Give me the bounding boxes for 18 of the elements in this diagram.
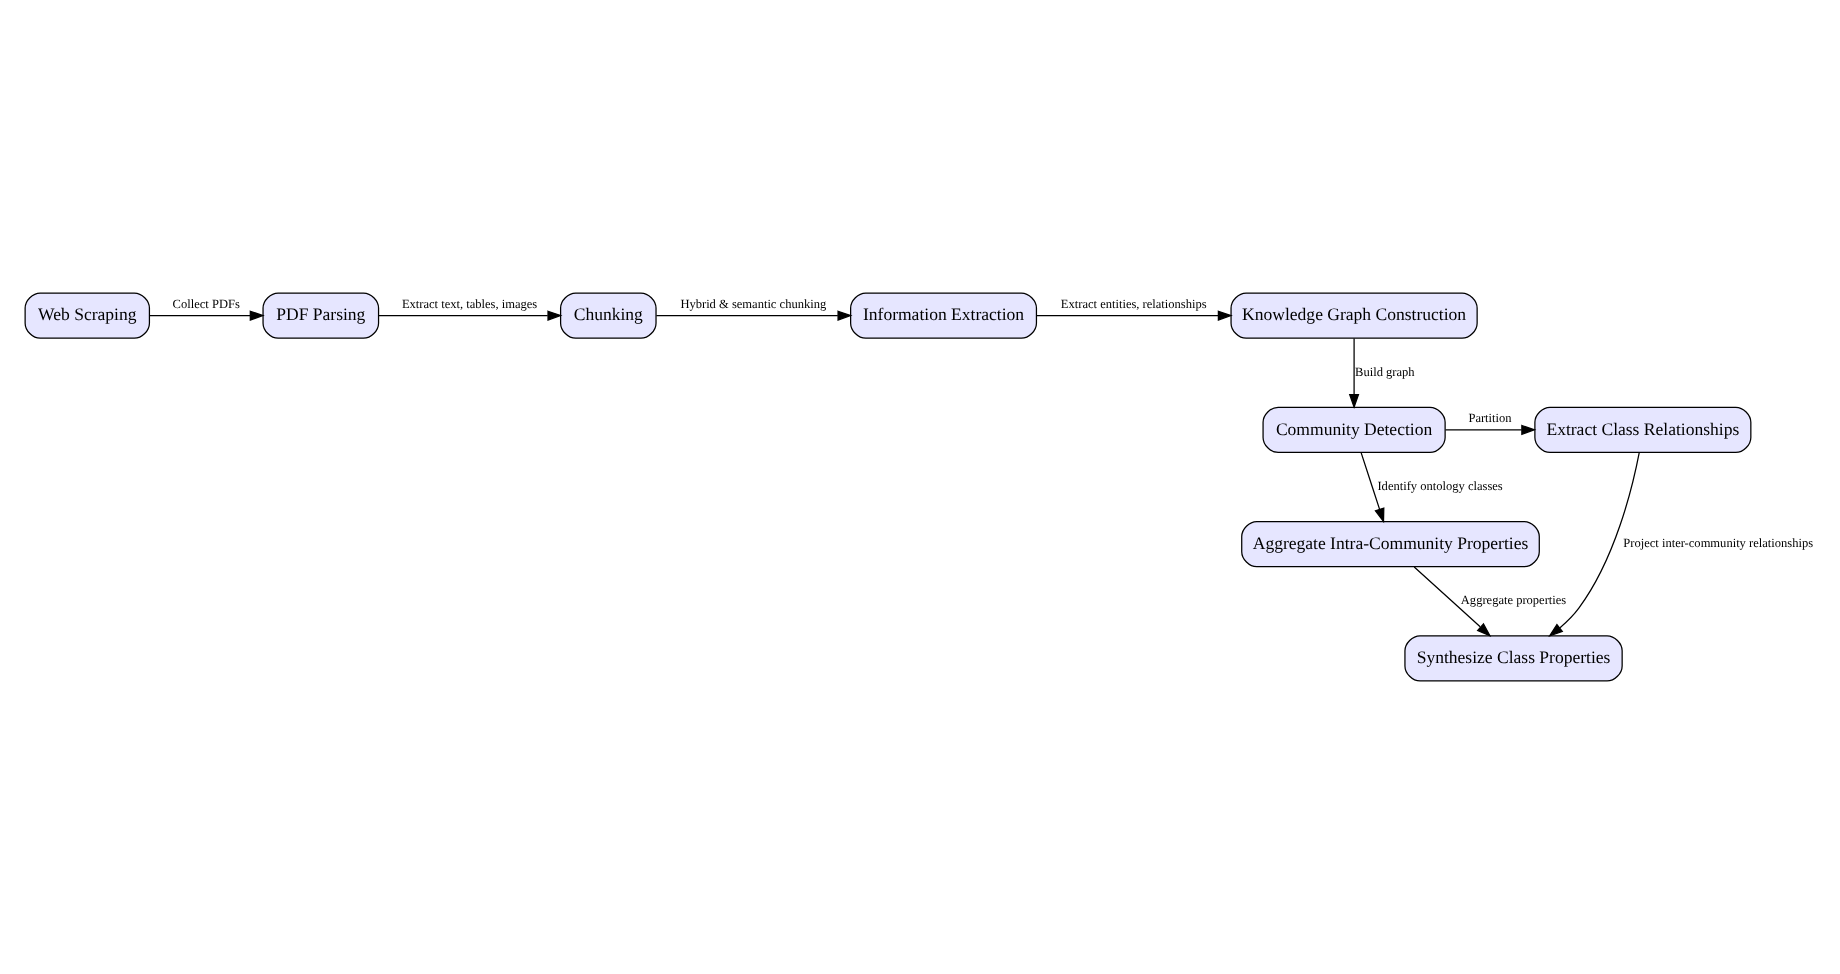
node-box: Synthesize Class Properties bbox=[1404, 635, 1623, 682]
arrow bbox=[1360, 452, 1385, 524]
node-box: Web Scraping bbox=[24, 292, 151, 339]
arrow bbox=[378, 310, 563, 321]
arrow bbox=[1444, 424, 1537, 436]
arrow bbox=[149, 310, 265, 321]
arrow bbox=[1348, 337, 1360, 410]
node-box: Chunking bbox=[560, 292, 657, 339]
arrow bbox=[655, 310, 853, 321]
arrow bbox=[1036, 310, 1233, 321]
arrow bbox=[1548, 452, 1640, 637]
node-box: Community Detection bbox=[1262, 406, 1446, 454]
node-box: Extract Class Relationships bbox=[1534, 406, 1752, 454]
node-box: Information Extraction bbox=[850, 292, 1038, 339]
arrow bbox=[1413, 566, 1492, 637]
node-box: Aggregate Intra-Community Properties bbox=[1241, 520, 1540, 568]
node-box: Knowledge Graph Construction bbox=[1230, 292, 1478, 339]
node-box: PDF Parsing bbox=[262, 292, 380, 339]
